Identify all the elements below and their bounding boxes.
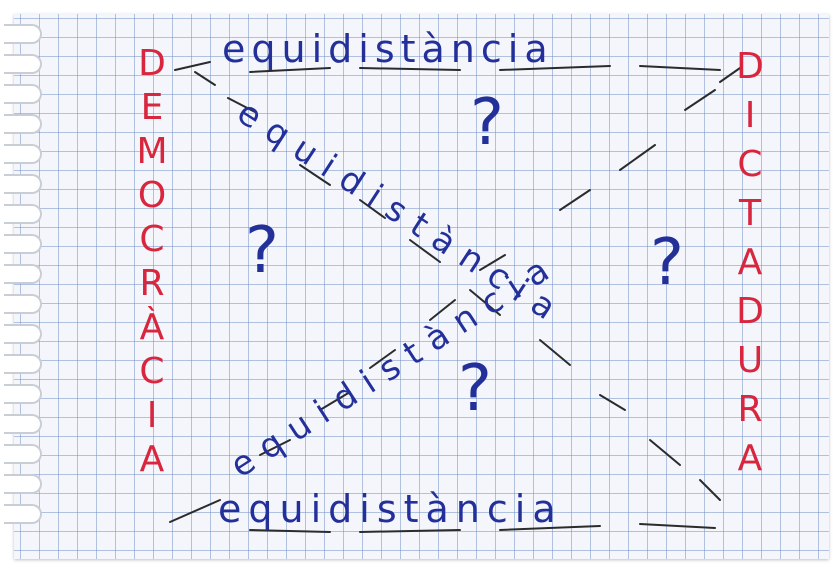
diag-down-dash <box>649 439 681 466</box>
bottom-dash <box>499 525 601 531</box>
right-letter: A <box>737 438 763 479</box>
binder-hole <box>4 24 42 44</box>
left-letter: C <box>139 219 165 260</box>
binder-hole <box>4 174 42 194</box>
diag-up-dash <box>259 439 291 456</box>
top-dash <box>174 61 211 71</box>
bottom-dash <box>639 523 716 529</box>
diag-up-dash <box>684 89 716 111</box>
diag-up-dash <box>479 254 506 271</box>
diag-up-dash <box>719 67 741 83</box>
binder-hole <box>4 444 42 464</box>
right-letter: I <box>744 95 756 136</box>
binder-hole <box>4 114 42 134</box>
left-letter: A <box>139 439 165 480</box>
right-word-dictadura: D I C T A D U R A <box>728 42 772 483</box>
binder-hole <box>4 504 42 524</box>
left-word-democracia: D E M O C R À C I A <box>130 42 174 482</box>
binder-hole <box>4 354 42 374</box>
right-letter: C <box>737 144 763 185</box>
diag-up-dash <box>559 189 591 211</box>
right-letter: A <box>737 242 763 283</box>
left-letter: R <box>139 263 165 304</box>
left-letter: M <box>136 131 168 172</box>
binder-hole <box>4 324 42 344</box>
right-letter: D <box>736 291 764 332</box>
question-mark-left: ? <box>245 214 279 288</box>
diag-up-dash <box>619 144 656 171</box>
binder-hole <box>4 84 42 104</box>
diag-down-dash <box>359 199 386 219</box>
diag-down-dash <box>409 239 441 263</box>
diag-down-dash <box>194 71 216 86</box>
bottom-dash <box>249 529 331 533</box>
left-letter: D <box>138 43 166 84</box>
diag-down-dash <box>299 164 331 186</box>
right-letter: T <box>739 193 761 234</box>
binder-hole <box>4 474 42 494</box>
right-letter: D <box>736 46 764 87</box>
diag-up-dash <box>369 349 396 369</box>
left-letter: I <box>146 395 158 436</box>
question-mark-top: ? <box>470 86 504 160</box>
binder-hole <box>4 234 42 254</box>
diag-down-dash <box>539 339 571 366</box>
left-letter: O <box>137 175 167 216</box>
diag-down-dash <box>227 97 256 113</box>
bottom-dash <box>169 499 221 523</box>
top-dash <box>499 65 611 71</box>
right-letter: U <box>736 340 764 381</box>
top-dash <box>249 67 331 73</box>
diag-down-dash <box>699 479 721 501</box>
bottom-phrase: equidistància <box>218 487 563 531</box>
top-dash <box>639 65 721 71</box>
diag-down-dash <box>469 289 501 316</box>
binder-hole <box>4 204 42 224</box>
binder-holes <box>4 24 44 544</box>
top-phrase: equidistància <box>222 27 554 71</box>
binder-hole <box>4 264 42 284</box>
diag-up-dash <box>429 299 456 321</box>
binder-hole <box>4 144 42 164</box>
top-dash <box>359 67 461 71</box>
binder-hole <box>4 414 42 434</box>
question-mark-right: ? <box>650 226 684 300</box>
left-letter: E <box>140 87 164 128</box>
binder-hole <box>4 294 42 314</box>
diag-down-dash <box>599 394 626 411</box>
binder-hole <box>4 384 42 404</box>
diag-up-dash <box>319 391 351 411</box>
right-letter: R <box>737 389 763 430</box>
left-letter: C <box>139 351 165 392</box>
left-letter: À <box>139 307 165 348</box>
question-mark-bottom: ? <box>458 352 492 426</box>
bottom-dash <box>359 529 461 533</box>
binder-hole <box>4 54 42 74</box>
